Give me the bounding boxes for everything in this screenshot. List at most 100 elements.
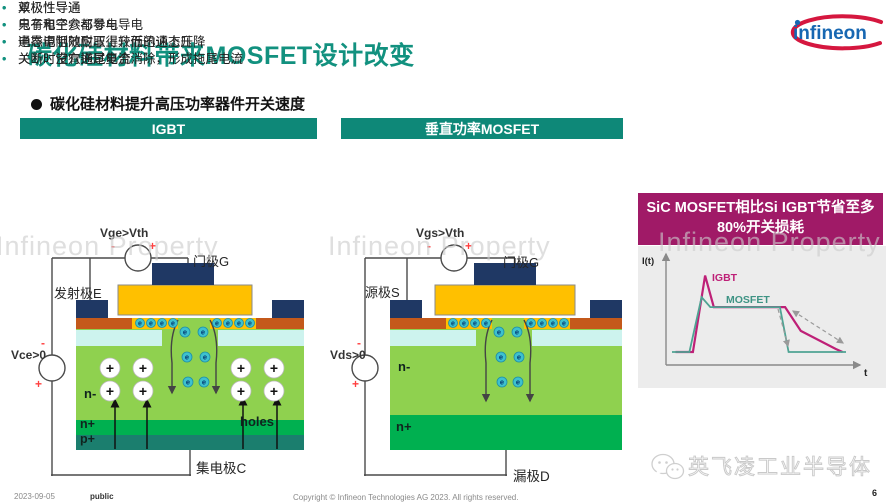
mosfet-channel-strip-right — [524, 318, 570, 329]
svg-text:e: e — [497, 328, 501, 337]
footer-date: 2023-09-05 — [14, 492, 55, 501]
mosfet-source-diffusion-right — [570, 318, 622, 329]
chart-series-mosfet — [672, 295, 846, 353]
svg-text:e: e — [516, 378, 520, 387]
svg-text:e: e — [562, 321, 566, 328]
svg-text:e: e — [248, 321, 252, 328]
minus-sign: - — [111, 239, 115, 253]
wechat-account-name: 英飞凌工业半导体 — [688, 456, 872, 480]
svg-text:e: e — [138, 321, 142, 328]
mosfet-source-diffusion-left — [390, 318, 446, 329]
sic-savings-callout: SiC MOSFET相比Si IGBT节省至多80%开关损耗 — [638, 193, 883, 245]
igbt-emitter-contact-right — [272, 300, 304, 318]
svg-text:e: e — [529, 321, 533, 328]
plus-sign: + — [465, 239, 473, 253]
mosfet-circuit-wires — [351, 244, 516, 476]
igbt-emitter-contact-left — [76, 300, 108, 318]
mosfet-n-plus-label: n+ — [396, 419, 412, 434]
igbt-holes-label: holes — [240, 414, 274, 429]
subtitle-bullet-dot — [31, 99, 42, 110]
svg-text:e: e — [551, 321, 555, 328]
collector-voltage-source-symbol — [38, 354, 66, 382]
minus-sign: - — [41, 336, 45, 350]
igbt-hole-injection-arrows — [110, 396, 282, 449]
infineon-logo: infineon — [790, 14, 883, 51]
svg-text:e: e — [203, 353, 207, 362]
minus-sign: - — [357, 336, 361, 350]
svg-text:+: + — [139, 360, 147, 376]
svg-text:e: e — [215, 321, 219, 328]
logo-text: infineon — [793, 23, 867, 44]
mosfet-gate-contact — [474, 263, 536, 285]
gate-voltage-source-symbol — [124, 244, 152, 272]
svg-text:e: e — [183, 328, 187, 337]
svg-text:e: e — [185, 353, 189, 362]
y-axis-label: I(t) — [642, 256, 654, 267]
svg-text:+: + — [106, 360, 114, 376]
igbt-header-bar: IGBT — [20, 118, 317, 139]
mosfet-gate-oxide — [434, 284, 576, 316]
x-axis-label: t — [864, 368, 868, 379]
mosfet-source-contact-left — [390, 300, 422, 318]
svg-text:+: + — [237, 360, 245, 376]
mosfet-source-contact-right — [590, 300, 622, 318]
igbt-collector-terminal-label: 集电极C — [196, 461, 247, 476]
igbt-p-body-left — [76, 330, 162, 346]
plus-sign: + — [149, 239, 157, 253]
igbt-p-body-right — [218, 330, 304, 346]
igbt-channel-strip-right — [210, 318, 256, 329]
footer-classification: public — [90, 492, 114, 501]
igbt-p-plus-layer — [76, 435, 304, 450]
mosfet-channel-strip-left — [446, 318, 492, 329]
bullet-item: 通态电阻随耐压上升而迅速上升 — [0, 34, 300, 51]
wechat-icon — [651, 453, 685, 480]
mosfet-p-body-right — [532, 330, 622, 346]
svg-text:e: e — [202, 378, 206, 387]
svg-text:e: e — [462, 321, 466, 328]
svg-text:e: e — [149, 321, 153, 328]
gate-voltage-source-symbol — [440, 244, 468, 272]
igbt-source-diffusion-right — [256, 318, 304, 329]
bullet-item: 只有电子参与导电 — [0, 17, 300, 34]
mosfet-bias-label: Vds>0 — [330, 348, 366, 362]
footer-copyright: Copyright © Infineon Technologies AG 202… — [293, 493, 519, 502]
svg-text:+: + — [270, 383, 278, 399]
svg-text:e: e — [451, 321, 455, 328]
igbt-curve-label: IGBT — [712, 272, 738, 284]
svg-text:e: e — [484, 321, 488, 328]
page-number: 6 — [872, 488, 878, 498]
igbt-n-minus-label: n- — [84, 386, 97, 401]
drain-voltage-source-symbol — [351, 354, 379, 382]
igbt-emitter-terminal-label: 发射极E — [54, 286, 102, 301]
subtitle: 碳化硅材料提升高压功率器件开关速度 — [50, 96, 306, 113]
igbt-gate-contact — [152, 263, 214, 285]
igbt-gate-terminal-label: 门极G — [193, 254, 230, 269]
igbt-gate-oxide — [117, 284, 253, 316]
svg-text:e: e — [186, 378, 190, 387]
chart-series-igbt — [675, 275, 843, 354]
igbt-circuit-wires — [38, 244, 191, 476]
mosfet-n-plus-layer — [390, 415, 622, 450]
svg-text:e: e — [171, 321, 175, 328]
svg-text:e: e — [226, 321, 230, 328]
svg-text:e: e — [540, 321, 544, 328]
mosfet-p-body-left — [390, 330, 476, 346]
chart-series-group — [672, 275, 846, 354]
minus-sign: - — [427, 239, 431, 253]
svg-text:e: e — [237, 321, 241, 328]
svg-text:e: e — [500, 378, 504, 387]
turnoff-shift-arrow-2 — [791, 310, 845, 344]
mosfet-header-bar: 垂直功率MOSFET — [341, 118, 623, 139]
igbt-bias-label: Vce>0 — [11, 348, 47, 362]
igbt-p-plus-label: p+ — [80, 432, 95, 446]
logo-swoosh — [790, 14, 883, 51]
svg-text:+: + — [139, 383, 147, 399]
mosfet-source-terminal-label: 源极S — [365, 285, 400, 300]
igbt-n-plus-layer — [76, 420, 304, 435]
logo-dot — [794, 19, 801, 26]
svg-text:+: + — [237, 383, 245, 399]
